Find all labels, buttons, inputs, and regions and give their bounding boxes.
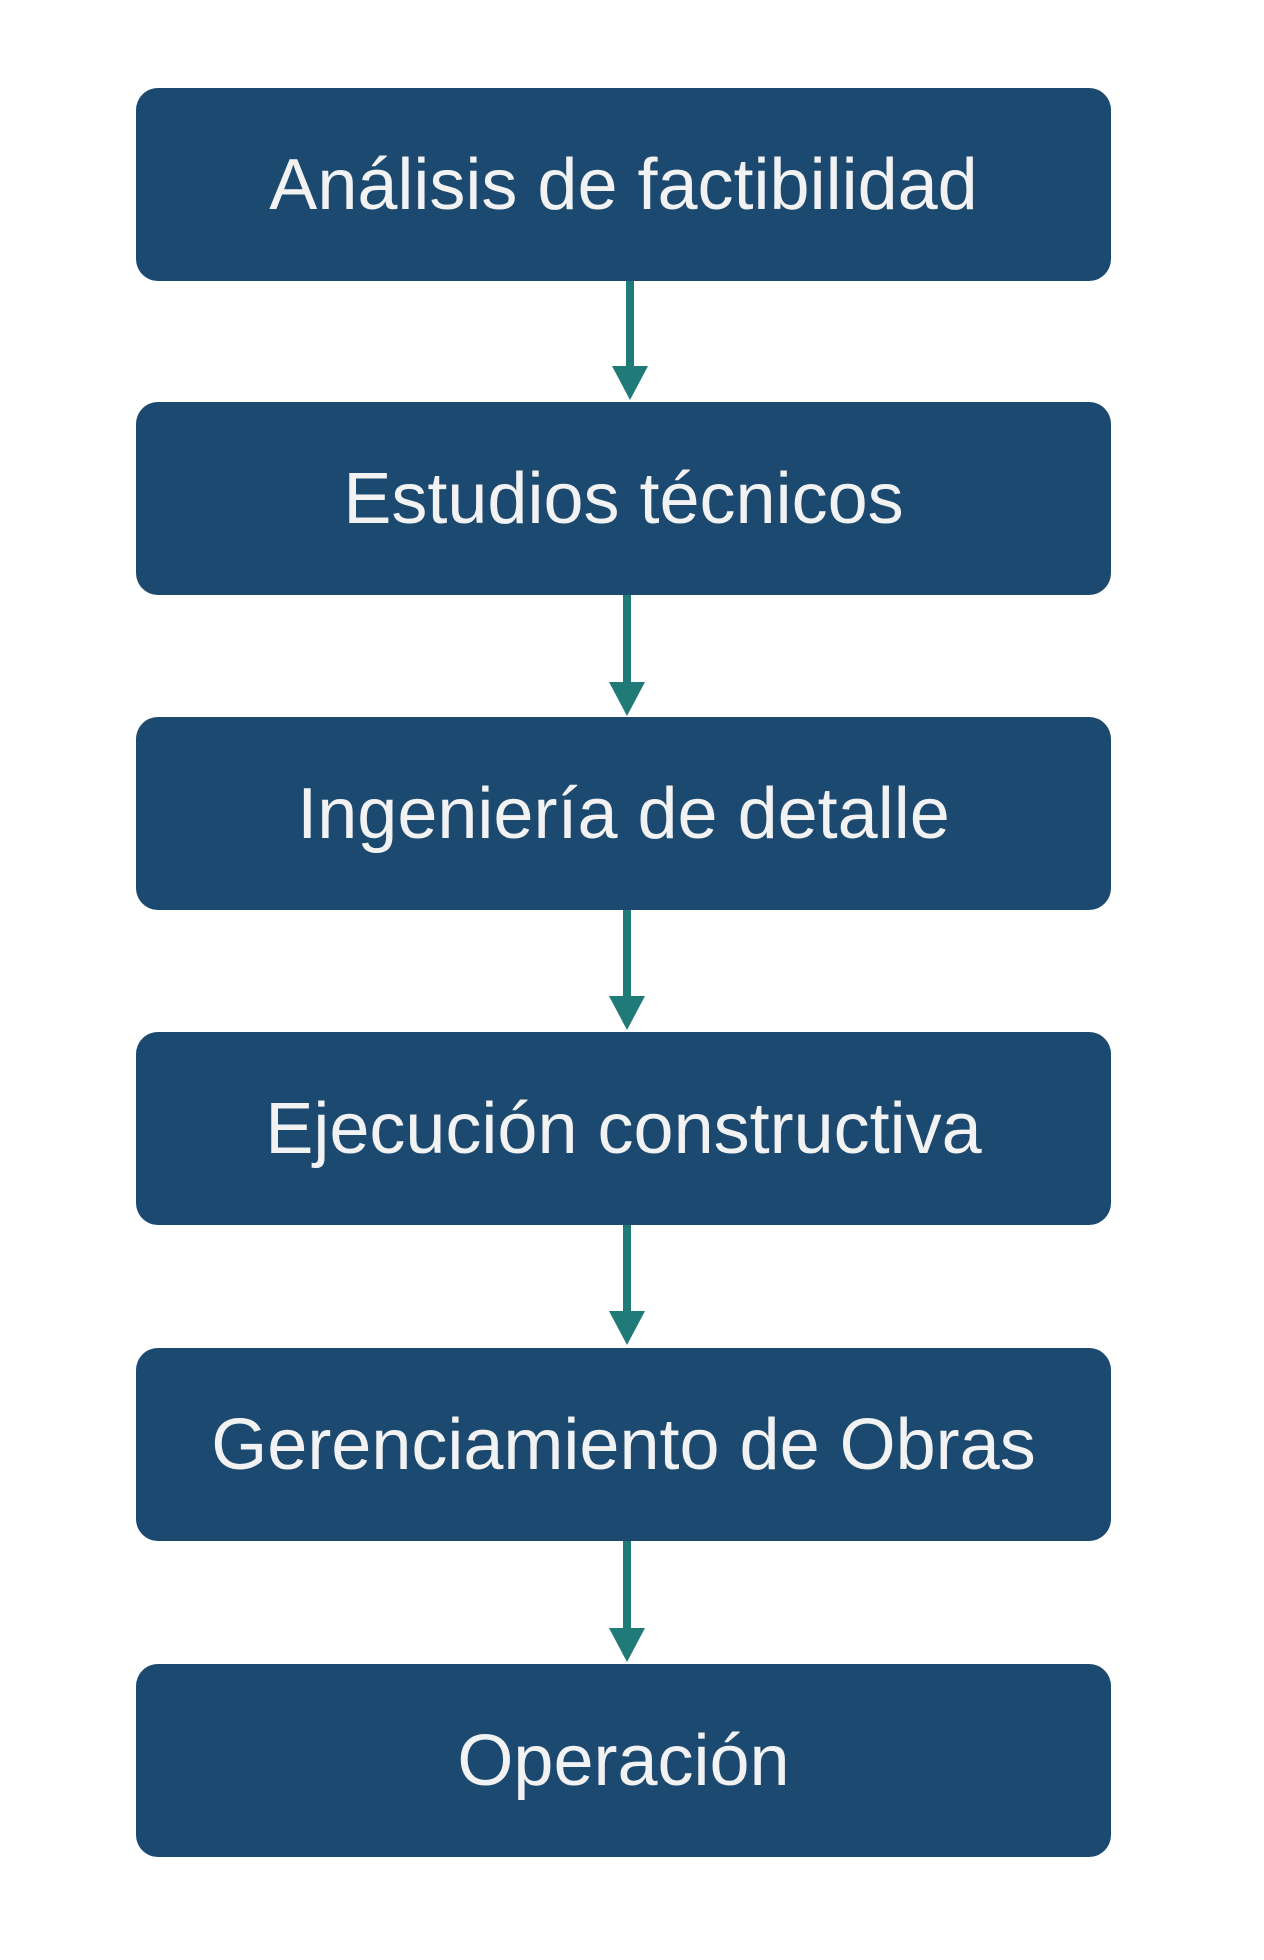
step-box-operation: Operación [136, 1664, 1111, 1857]
step-label: Gerenciamiento de Obras [211, 1404, 1036, 1485]
arrow-2 [609, 595, 645, 716]
arrow-3 [609, 910, 645, 1030]
step-label: Análisis de factibilidad [269, 144, 978, 225]
step-label: Estudios técnicos [343, 458, 904, 539]
step-box-works-management: Gerenciamiento de Obras [136, 1348, 1111, 1541]
step-label: Ingeniería de detalle [297, 773, 950, 854]
step-label: Ejecución constructiva [265, 1088, 982, 1169]
step-box-construction-execution: Ejecución constructiva [136, 1032, 1111, 1225]
step-box-detail-engineering: Ingeniería de detalle [136, 717, 1111, 910]
arrow-5 [609, 1541, 645, 1662]
arrow-4 [609, 1225, 645, 1345]
step-box-feasibility-analysis: Análisis de factibilidad [136, 88, 1111, 281]
arrow-1 [612, 281, 648, 400]
step-box-technical-studies: Estudios técnicos [136, 402, 1111, 595]
step-label: Operación [457, 1720, 790, 1801]
